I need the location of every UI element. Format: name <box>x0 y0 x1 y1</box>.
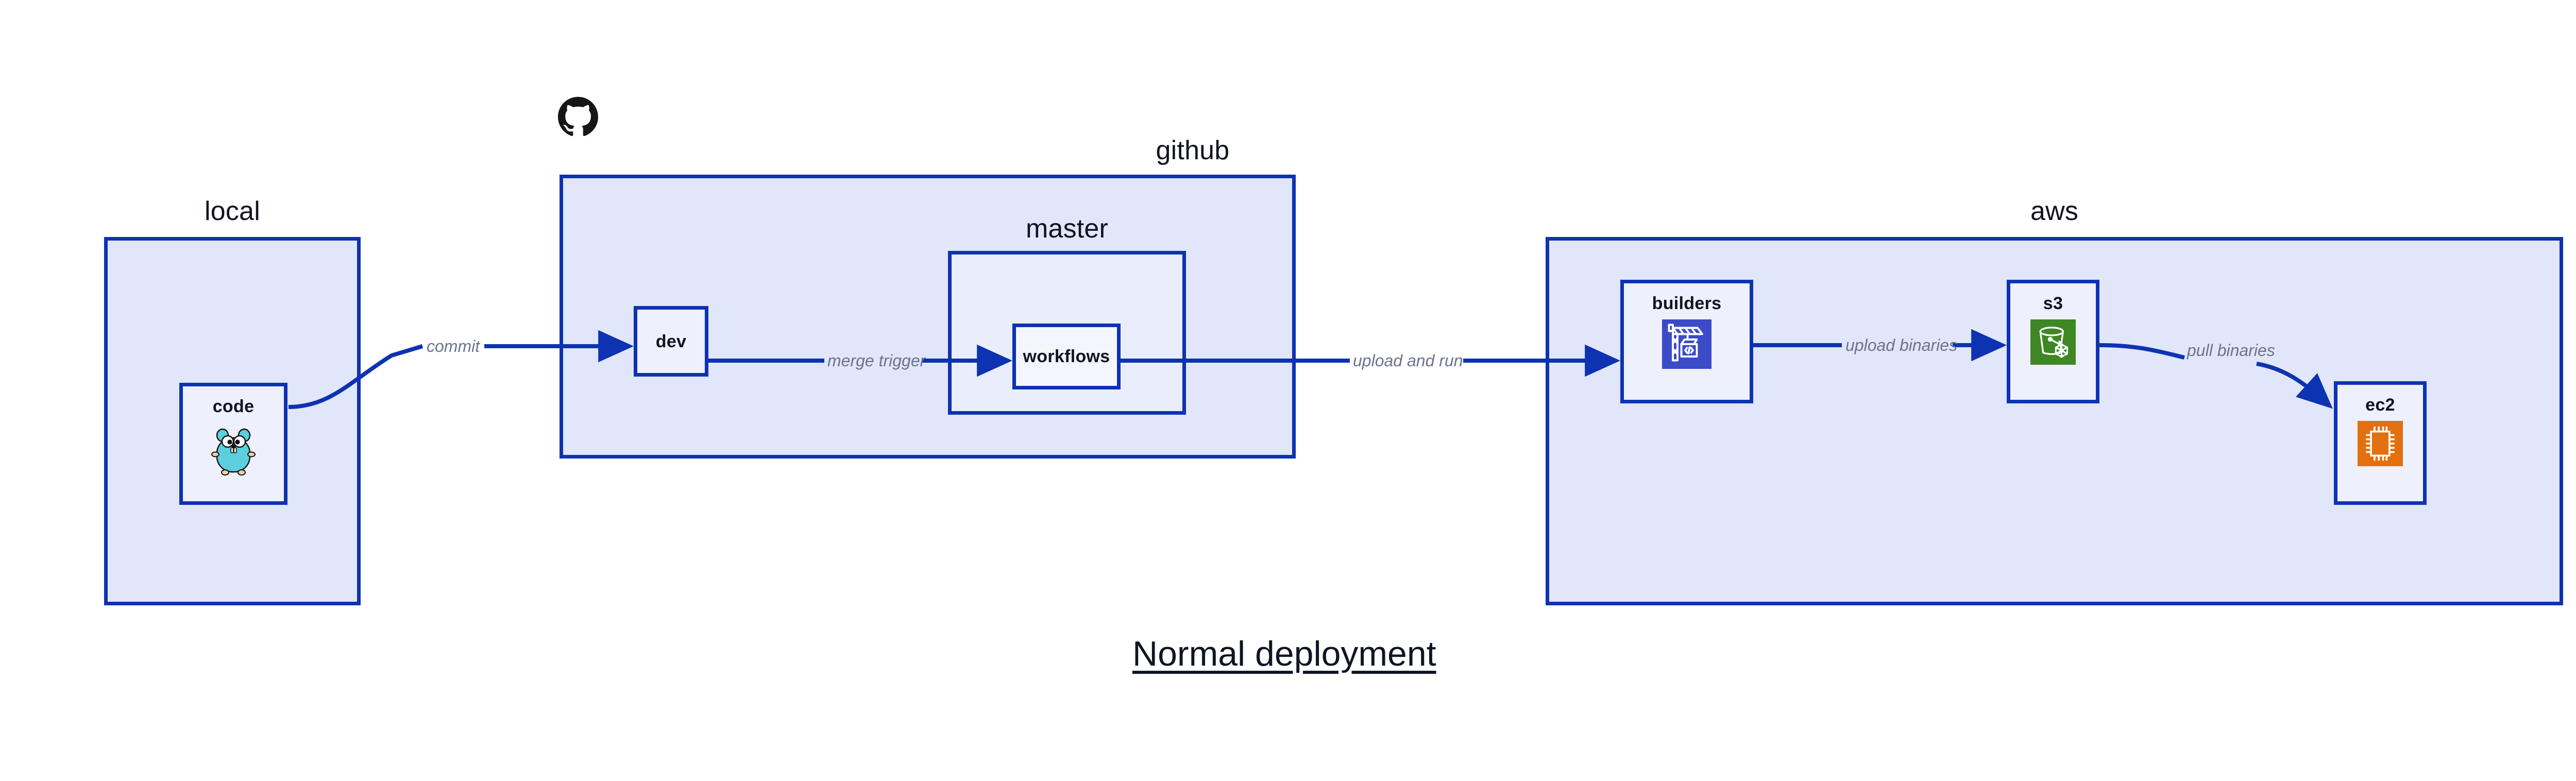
go-gopher-icon <box>210 423 257 480</box>
node-workflows-label: workflows <box>1023 347 1110 366</box>
group-label-github: github <box>1156 135 1230 165</box>
node-code-label: code <box>212 397 255 416</box>
group-label-local: local <box>205 196 260 226</box>
node-workflows[interactable]: workflows <box>1012 324 1121 389</box>
edge-label-upload-binaries: upload binaries <box>1845 336 1958 354</box>
edge-label-pull-binaries: pull binaries <box>2187 341 2275 360</box>
edge-label-merge-trigger: merge trigger <box>827 351 926 370</box>
aws-codebuild-icon <box>1662 319 1711 371</box>
node-dev-label: dev <box>655 331 687 351</box>
node-ec2[interactable]: ec2 <box>2334 381 2427 505</box>
node-s3[interactable]: s3 <box>2007 280 2099 403</box>
page-title: Normal deployment <box>1132 634 1436 673</box>
aws-s3-glacier-icon <box>2030 319 2076 367</box>
group-label-aws: aws <box>2030 196 2079 226</box>
node-dev[interactable]: dev <box>634 306 708 377</box>
node-ec2-label: ec2 <box>2365 395 2395 415</box>
node-s3-label: s3 <box>2043 294 2063 313</box>
edge-label-upload-and-run: upload and run <box>1353 351 1463 370</box>
edge-label-commit: commit <box>427 337 480 355</box>
node-code[interactable]: code <box>179 383 287 505</box>
group-label-master: master <box>1025 214 1109 244</box>
github-octocat-logo <box>558 97 598 140</box>
node-builders-label: builders <box>1652 294 1722 313</box>
aws-ec2-icon <box>2358 421 2403 469</box>
node-builders[interactable]: builders <box>1620 280 1753 403</box>
